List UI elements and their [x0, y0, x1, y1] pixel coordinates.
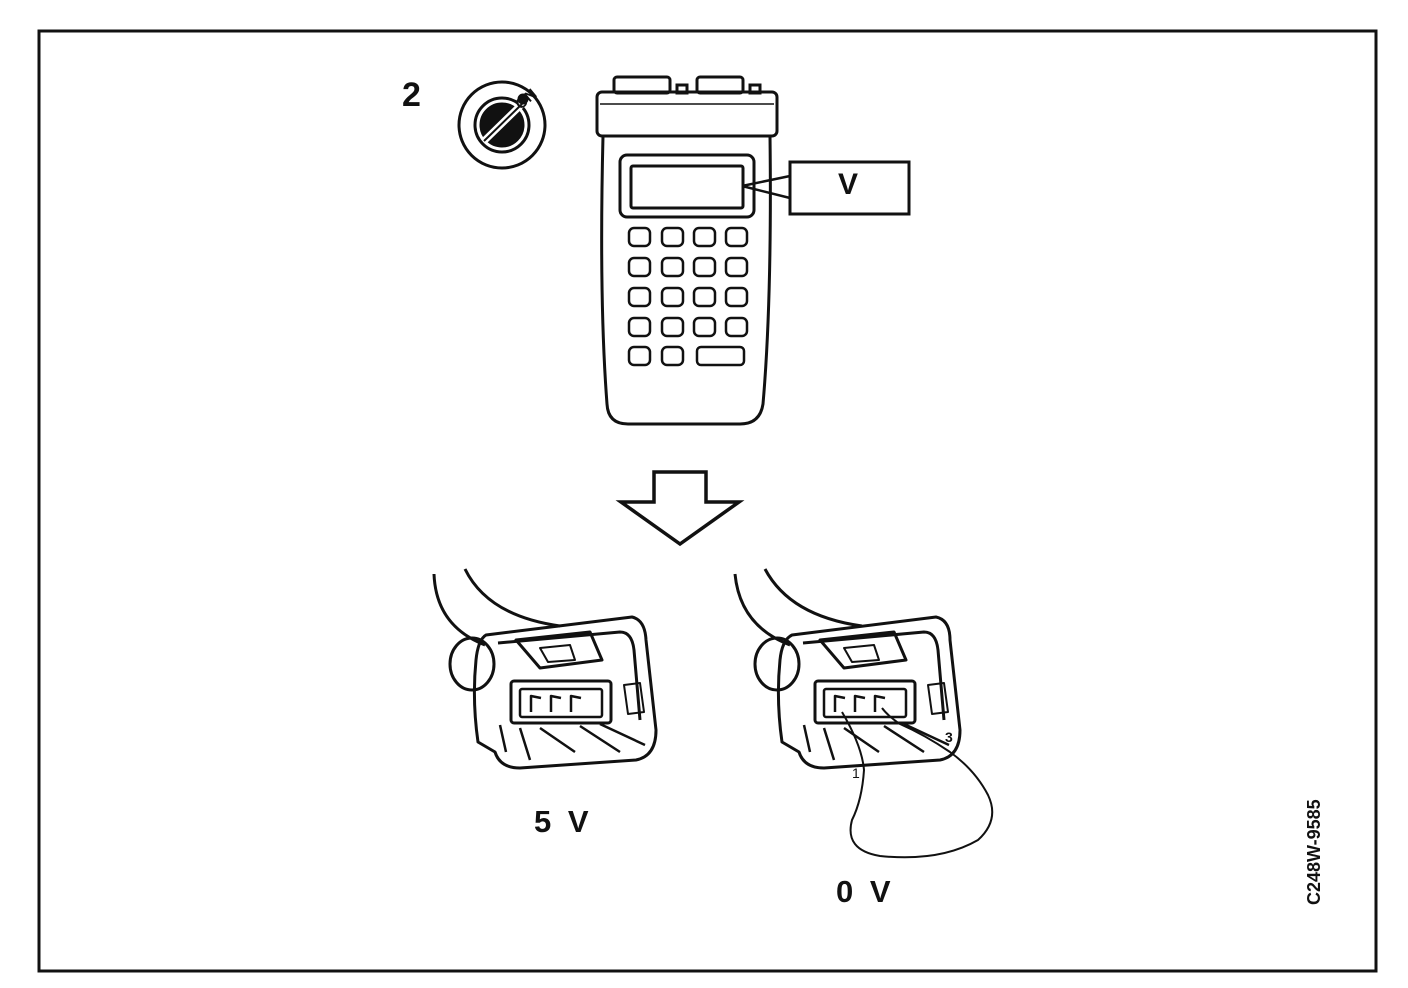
step-number: 2 [402, 76, 421, 114]
meter-readout: V [838, 168, 859, 201]
meter-readout-callout [741, 160, 911, 216]
ignition-key-switch-icon [457, 80, 547, 170]
figure-frame [37, 29, 1378, 973]
pin-label-1: 1 [852, 765, 860, 781]
down-arrow-icon [615, 470, 745, 547]
handheld-tester-icon [595, 75, 779, 426]
pin-label-3: 3 [945, 729, 953, 745]
connector-caption-5v: 5 V [534, 804, 593, 839]
ignition-on-label: ON [512, 85, 541, 114]
electrical-connector-icon [733, 568, 962, 770]
jumper-wire-icon [841, 707, 994, 859]
connector-caption-0v: 0 V [836, 874, 895, 909]
electrical-connector-icon [432, 568, 658, 770]
figure-code: C248W-9585 [1304, 799, 1324, 905]
